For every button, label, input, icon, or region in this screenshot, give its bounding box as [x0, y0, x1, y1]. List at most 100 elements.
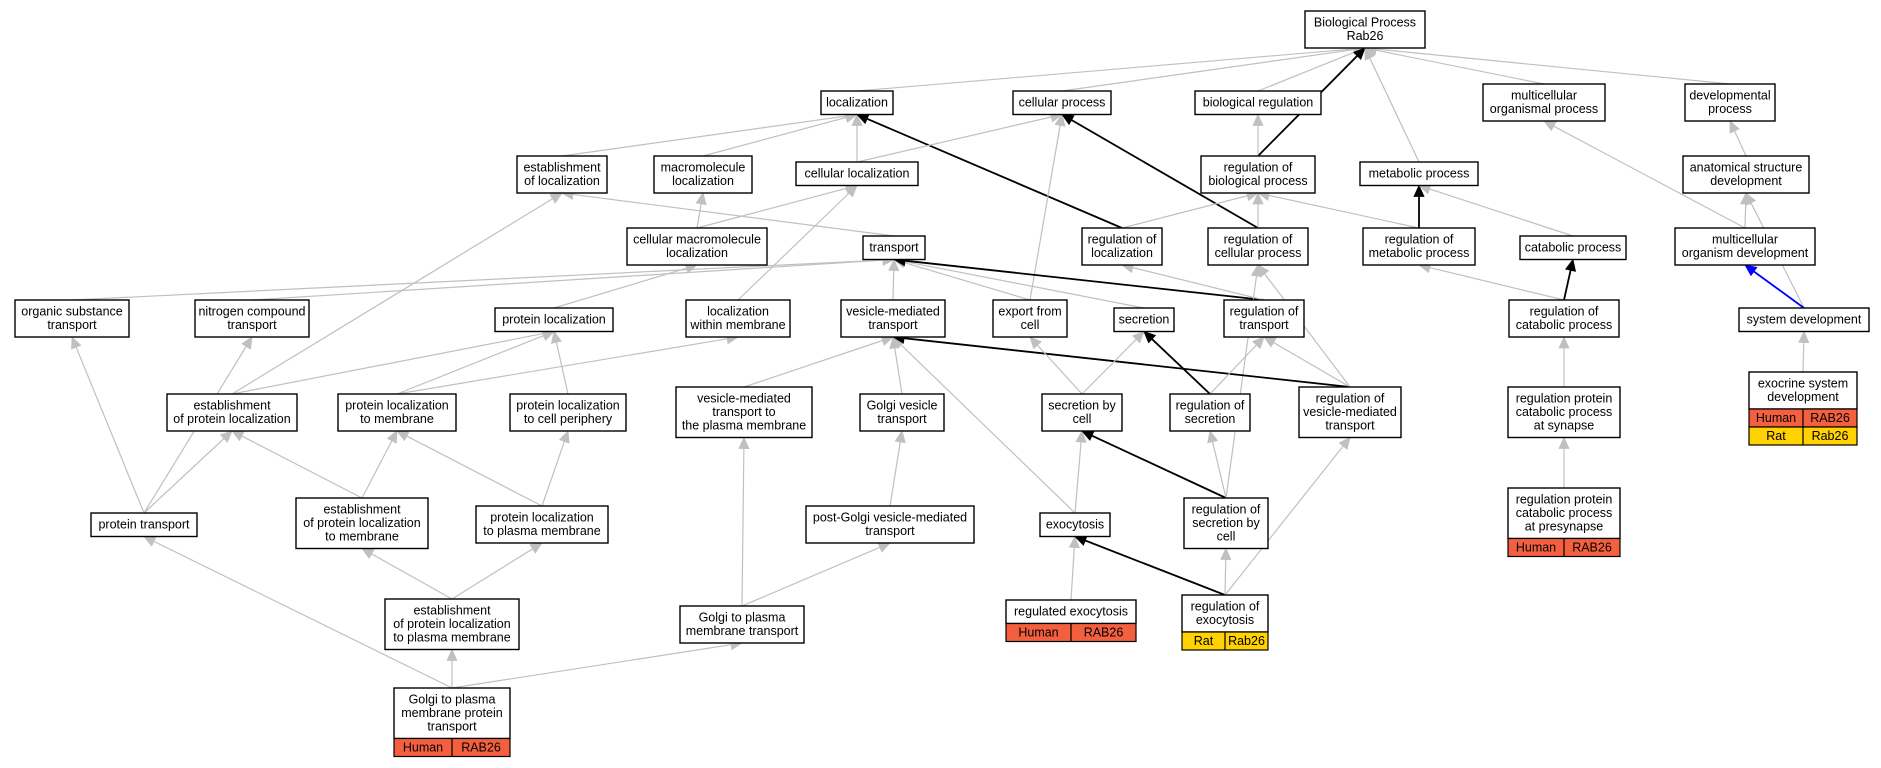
- edge-post-golgi-vesicle-mediated-transport-to-golgi-vesicle-transport: [889, 430, 906, 507]
- edge-arrowhead: [1729, 120, 1740, 134]
- edge-line: [1151, 338, 1211, 395]
- node-label: localization: [672, 174, 734, 188]
- go-term-node-metabolic-process: metabolic process: [1359, 161, 1479, 187]
- edge-arrowhead: [1143, 330, 1157, 344]
- node-box: [1298, 386, 1402, 439]
- edge-line: [1029, 125, 1061, 301]
- edge-arrowhead: [738, 436, 750, 449]
- node-label: cellular localization: [805, 167, 910, 181]
- node-label: vesicle-mediated: [1303, 405, 1397, 419]
- node-box: [1181, 594, 1269, 633]
- node-box: [384, 598, 520, 651]
- edge-line: [75, 346, 145, 514]
- edge-arrowhead: [1558, 336, 1570, 349]
- node-box: [795, 161, 919, 187]
- node-box: [194, 299, 310, 338]
- node-label: within membrane: [689, 318, 785, 332]
- edge-golgi-to-plasma-membrane-transport-to-vesicle-mediated-transport-to-plasma-membrane: [738, 436, 750, 607]
- node-box: [494, 307, 614, 333]
- edge-line: [143, 438, 225, 514]
- edge-regulation-of-localization-to-regulation-of-biological-process: [1121, 190, 1259, 229]
- edge-line: [1071, 119, 1259, 229]
- node-label: multicellular: [1511, 89, 1577, 103]
- edge-line: [894, 347, 903, 395]
- edge-arrowhead: [551, 330, 562, 344]
- edge-macromolecule-localization-to-localization: [702, 112, 858, 157]
- node-box: [805, 505, 975, 544]
- edge-regulation-of-catabolic-process-to-catabolic-process: [1563, 258, 1577, 301]
- node-label: transport: [1325, 419, 1375, 433]
- node-box: [862, 235, 926, 261]
- node-box: [509, 393, 627, 432]
- edge-arrowhead: [695, 192, 707, 206]
- node-box: [393, 687, 511, 740]
- node-box: [820, 90, 894, 116]
- edge-protein-localization-to-membrane-to-protein-localization: [396, 330, 555, 395]
- edge-line: [1753, 270, 1805, 309]
- edge-arrowhead: [1068, 535, 1080, 549]
- node-label: nitrogen compound: [198, 305, 305, 319]
- edge-line: [361, 440, 393, 499]
- node-label: transport: [868, 318, 918, 332]
- gene-symbol: RAB26: [1572, 541, 1612, 555]
- edge-line: [1369, 57, 1420, 163]
- edge-line: [1264, 273, 1351, 388]
- node-label: regulation of: [1088, 233, 1157, 247]
- go-term-node-localization: localization: [820, 90, 894, 116]
- edge-line: [451, 644, 732, 689]
- edge-line: [1081, 338, 1137, 395]
- edge-arrowhead: [1745, 192, 1757, 206]
- node-label: establishment: [523, 161, 601, 175]
- edge-export-from-cell-to-cellular-process: [1029, 113, 1066, 301]
- edge-line: [71, 259, 884, 301]
- node-label: catabolic process: [1516, 506, 1613, 520]
- node-box: [675, 386, 813, 439]
- node-label: transport: [869, 241, 919, 255]
- edge-arrowhead: [558, 430, 570, 444]
- node-box: [1169, 393, 1251, 432]
- node-label: protein transport: [98, 518, 190, 532]
- edge-line: [451, 548, 533, 600]
- node-box: [1039, 512, 1111, 538]
- edge-line: [1375, 49, 1545, 85]
- node-label: organic substance: [21, 305, 123, 319]
- node-label: regulation of: [1191, 600, 1260, 614]
- edge-arrowhead: [1207, 430, 1219, 444]
- node-label: protein localization: [502, 313, 606, 327]
- node-label: of protein localization: [173, 412, 290, 426]
- edge-arrowhead: [1263, 336, 1277, 348]
- species-name: Human: [1018, 626, 1058, 640]
- node-label: cellular macromolecule: [633, 233, 761, 247]
- edge-protein-localization-to-membrane-to-localization-within-membrane: [396, 333, 739, 395]
- node-label: transport: [427, 720, 477, 734]
- edge-arrowhead: [1250, 264, 1263, 278]
- edge-line: [1734, 130, 1747, 157]
- node-label: regulation of: [1176, 399, 1245, 413]
- edge-line: [1224, 559, 1227, 596]
- edge-line: [696, 187, 847, 229]
- edge-line: [231, 333, 544, 395]
- node-label: regulation of: [1192, 503, 1261, 517]
- node-box: [1194, 90, 1322, 116]
- edge-developmental-process-to-bp: [1364, 43, 1731, 85]
- node-label: localization: [1091, 246, 1153, 260]
- edge-layer: [71, 43, 1810, 689]
- edge-arrowhead: [71, 336, 82, 350]
- edge-line: [406, 435, 543, 507]
- node-label: to membrane: [360, 412, 434, 426]
- edge-line: [743, 339, 883, 388]
- edge-regulation-of-vesicle-mediated-transport-to-vesicle-mediated-transport: [892, 332, 1351, 388]
- node-label: protein localization: [490, 511, 594, 525]
- species-name: Human: [1756, 411, 1796, 425]
- edge-line: [889, 441, 901, 507]
